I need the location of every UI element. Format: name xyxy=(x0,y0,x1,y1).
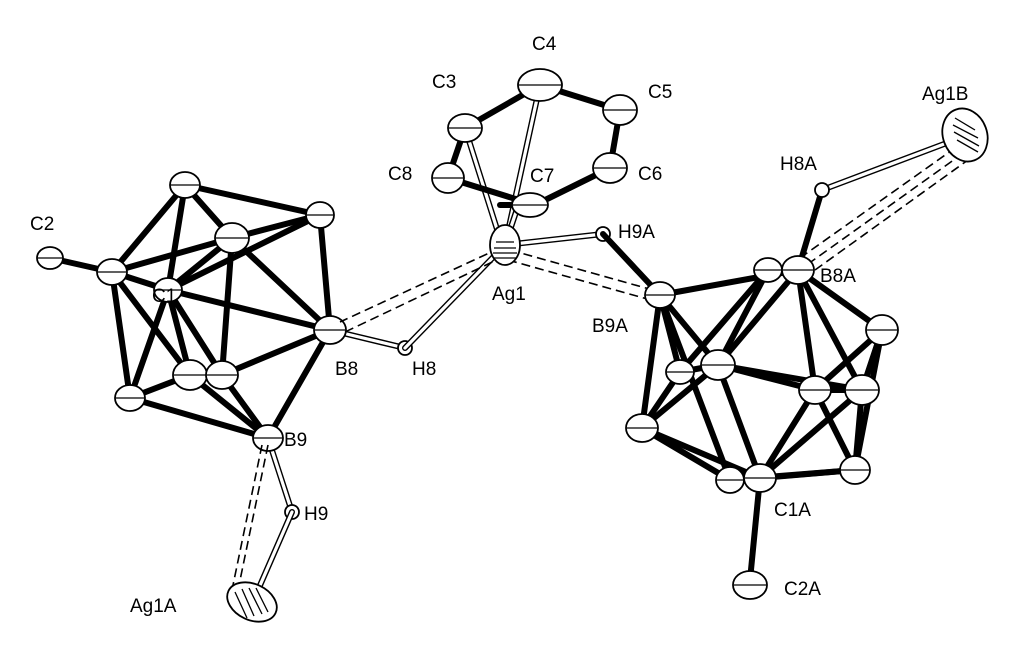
label-c4: C4 xyxy=(532,34,557,55)
label-h8: H8 xyxy=(412,359,436,380)
label-h9a: H9A xyxy=(618,222,655,243)
ag1b-atom xyxy=(941,107,989,163)
label-ag1a: Ag1A xyxy=(130,596,177,617)
ag1a-group xyxy=(226,444,295,623)
label-b9: B9 xyxy=(284,430,307,451)
label-c3: C3 xyxy=(432,72,456,93)
label-c5: C5 xyxy=(648,82,672,103)
label-c8: C8 xyxy=(388,164,412,185)
ag1b-group xyxy=(941,107,989,163)
label-h9: H9 xyxy=(304,504,328,525)
ag1-atom xyxy=(489,224,521,266)
label-ag1b: Ag1B xyxy=(922,84,968,105)
label-h8a: H8A xyxy=(780,154,817,175)
label-c6: C6 xyxy=(638,164,662,185)
label-c1a: C1A xyxy=(774,500,811,521)
right-cage-atoms xyxy=(625,182,899,600)
ag1-cyclooctatriene-group xyxy=(339,68,661,351)
label-b9a: B9A xyxy=(592,316,628,337)
atom-labels: C2 C1 B8 H8 B9 H9 Ag1A Ag1 C3 C4 C5 C6 C… xyxy=(30,34,968,617)
label-ag1: Ag1 xyxy=(492,284,526,305)
label-c2: C2 xyxy=(30,214,54,235)
left-h-bonds xyxy=(265,327,408,515)
left-cage-bonds xyxy=(47,182,333,441)
right-cage-bonds xyxy=(639,267,885,583)
label-b8a: B8A xyxy=(820,266,856,287)
left-cage-atoms xyxy=(36,171,413,520)
label-c7: C7 xyxy=(530,166,554,187)
label-c2a: C2A xyxy=(784,579,821,600)
ag1a-atom xyxy=(226,581,278,623)
label-b8: B8 xyxy=(335,359,358,380)
right-carborane-cage xyxy=(600,135,969,600)
label-c1: C1 xyxy=(152,286,176,307)
h8a-atom xyxy=(814,182,830,198)
left-carborane-cage xyxy=(36,171,413,520)
